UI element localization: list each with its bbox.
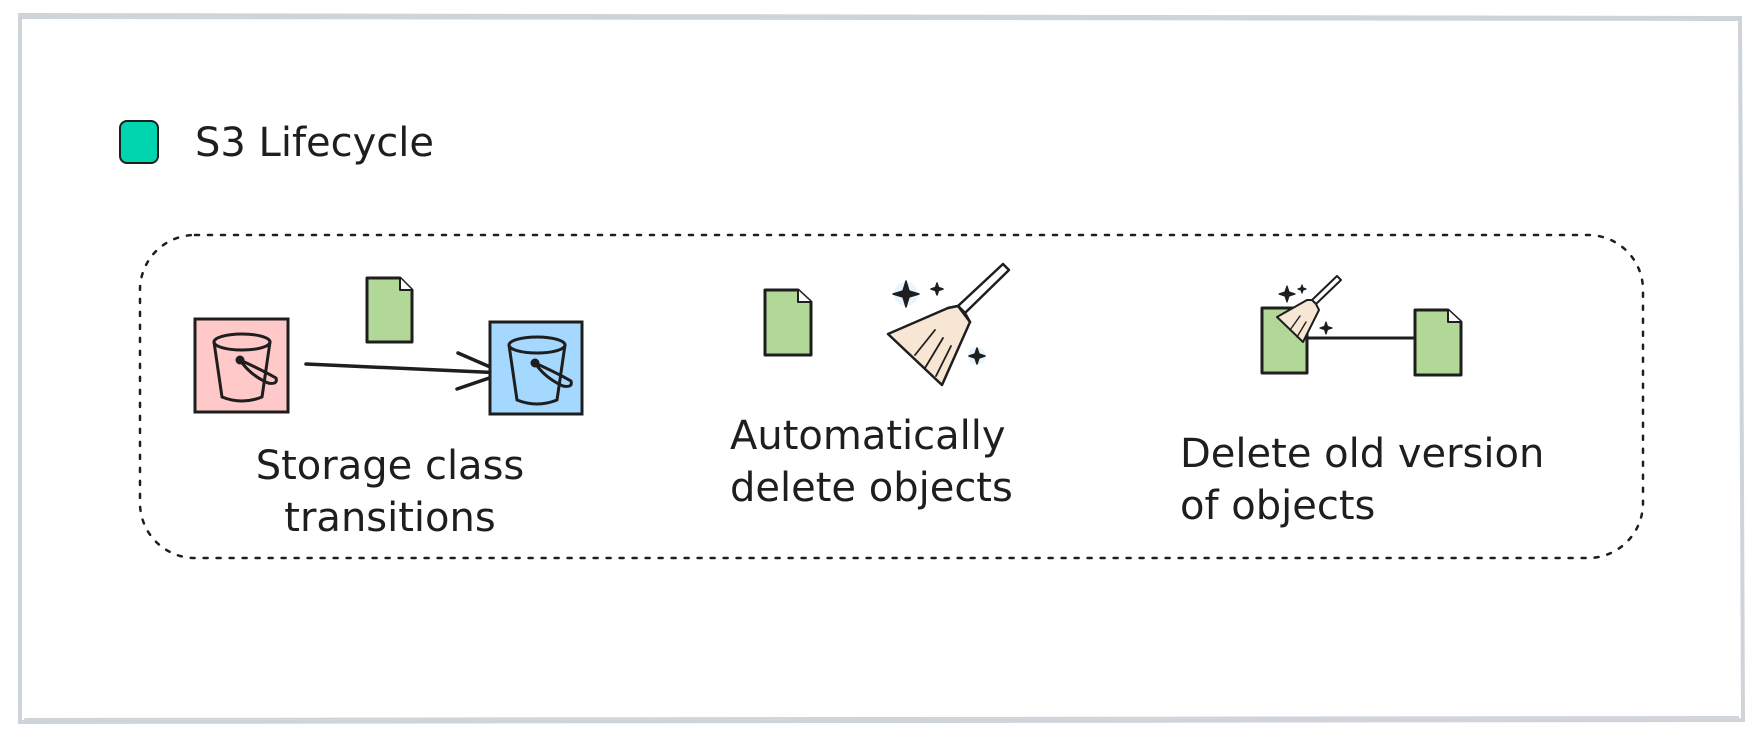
source-bucket-icon: [193, 317, 290, 414]
document-to-delete-icon: [763, 288, 813, 357]
lifecycle-group-boundary: [138, 233, 1645, 560]
delete-old-version-label: Delete old version of objects: [1180, 431, 1545, 529]
transition-arrow-icon: [304, 351, 506, 391]
page-title: S3 Lifecycle: [195, 120, 435, 166]
outer-frame: [18, 12, 1746, 725]
document-icon: [365, 276, 414, 344]
current-version-document-icon: [1413, 308, 1463, 377]
title-marker: [119, 120, 159, 164]
storage-class-transitions-label: Storage class transitions: [255, 443, 525, 541]
broom-icon: [886, 262, 1011, 387]
target-bucket-icon: [488, 320, 584, 416]
automatically-delete-objects-label: Automatically delete objects: [730, 413, 1013, 511]
sparkle-icon: [892, 280, 986, 365]
small-broom-icon: [1276, 275, 1342, 343]
small-sparkle-icon: [1278, 284, 1333, 335]
